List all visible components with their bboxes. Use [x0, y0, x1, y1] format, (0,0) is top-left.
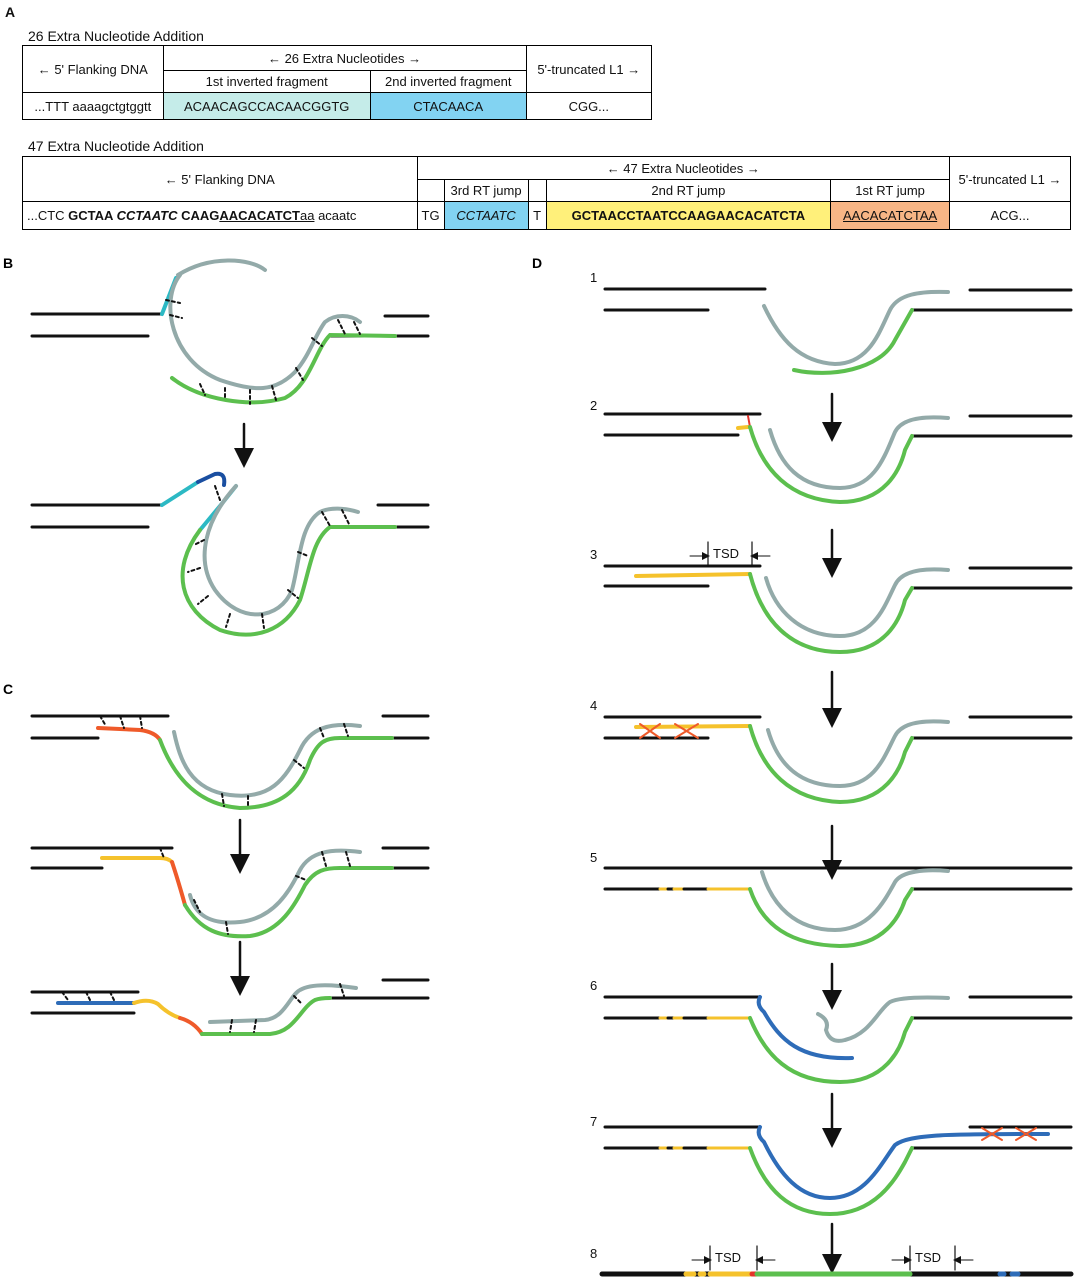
d-step-3: TSD [603, 541, 1073, 655]
panel-d-diagram: 1 2 3 4 5 6 7 8 [590, 270, 1074, 1277]
panel-b-step-2 [30, 471, 430, 637]
panel-a-label: A [5, 4, 16, 20]
l1-seq: ACG... [949, 201, 1071, 230]
table-26-extra-nucleotides: ← 5' Flanking DNA ← 26 Extra Nucleotides… [22, 45, 653, 120]
d-step-5 [603, 866, 1073, 949]
step-8-label: 8 [590, 1246, 597, 1261]
flank-header: ← 5' Flanking DNA [22, 156, 418, 202]
panel-b-diagram [30, 258, 430, 637]
tsd-label-step8-right: TSD [915, 1250, 941, 1265]
tsd-label-step3: TSD [713, 546, 739, 561]
step-1-label: 1 [590, 270, 597, 285]
frag1-seq: ACAACAGCCACAACGGTG [162, 92, 371, 120]
panel-c-label: C [3, 681, 13, 697]
l1-header: 5'-truncated L1 → [949, 156, 1071, 202]
frag2-seq: CTACAACA [369, 92, 527, 120]
d-step-2 [603, 412, 1073, 505]
jump2-seq: GCTAACCTAATCCAAGAACACATCTA [545, 201, 832, 230]
extra-header: ← 47 Extra Nucleotides → [416, 156, 951, 180]
panel-b-label: B [3, 255, 13, 271]
table-26-title: 26 Extra Nucleotide Addition [28, 28, 204, 44]
step-5-label: 5 [590, 850, 597, 865]
panel-c-diagram [30, 714, 430, 1036]
table-47-title: 47 Extra Nucleotide Addition [28, 138, 204, 154]
step-7-label: 7 [590, 1114, 597, 1129]
step-6-label: 6 [590, 978, 597, 993]
panel-d-label: D [532, 255, 542, 271]
d-step-4 [603, 715, 1073, 805]
l1-seq: CGG... [525, 92, 653, 120]
frag1-header: 1st inverted fragment [162, 70, 371, 93]
tsd-label-step8-left: TSD [715, 1250, 741, 1265]
t-seq: T [527, 201, 547, 230]
jump1-header: 1st RT jump [830, 179, 951, 202]
d-step-6 [603, 995, 1073, 1085]
jump1-seq: AACACATCTAA [830, 201, 951, 230]
d-step-8: TSD TSD [599, 1245, 1074, 1277]
panel-b-step-1 [30, 258, 430, 405]
flank-header: ← 5' Flanking DNA [22, 45, 164, 93]
extra-header: ← 26 Extra Nucleotides → [162, 45, 527, 71]
step-4-label: 4 [590, 698, 597, 713]
flank-seq: ...CTC GCTAA CCTAATC CAAGAACACATCTaa aca… [22, 201, 418, 230]
frag2-header: 2nd inverted fragment [369, 70, 527, 93]
step-2-label: 2 [590, 398, 597, 413]
flank-seq: ...TTT aaaagctgtggtt [22, 92, 164, 120]
tg-seq: TG [416, 201, 445, 230]
d-step-1 [603, 287, 1073, 375]
jump3-seq: CCTAATC [443, 201, 529, 230]
panel-c-step-3 [30, 978, 430, 1036]
d-step-7 [603, 1125, 1073, 1217]
table-47-extra-nucleotides: ← 5' Flanking DNA ← 47 Extra Nucleotides… [22, 156, 1071, 230]
panel-c-step-1 [30, 714, 430, 811]
step-3-label: 3 [590, 547, 597, 562]
panel-c-step-2 [30, 846, 430, 939]
